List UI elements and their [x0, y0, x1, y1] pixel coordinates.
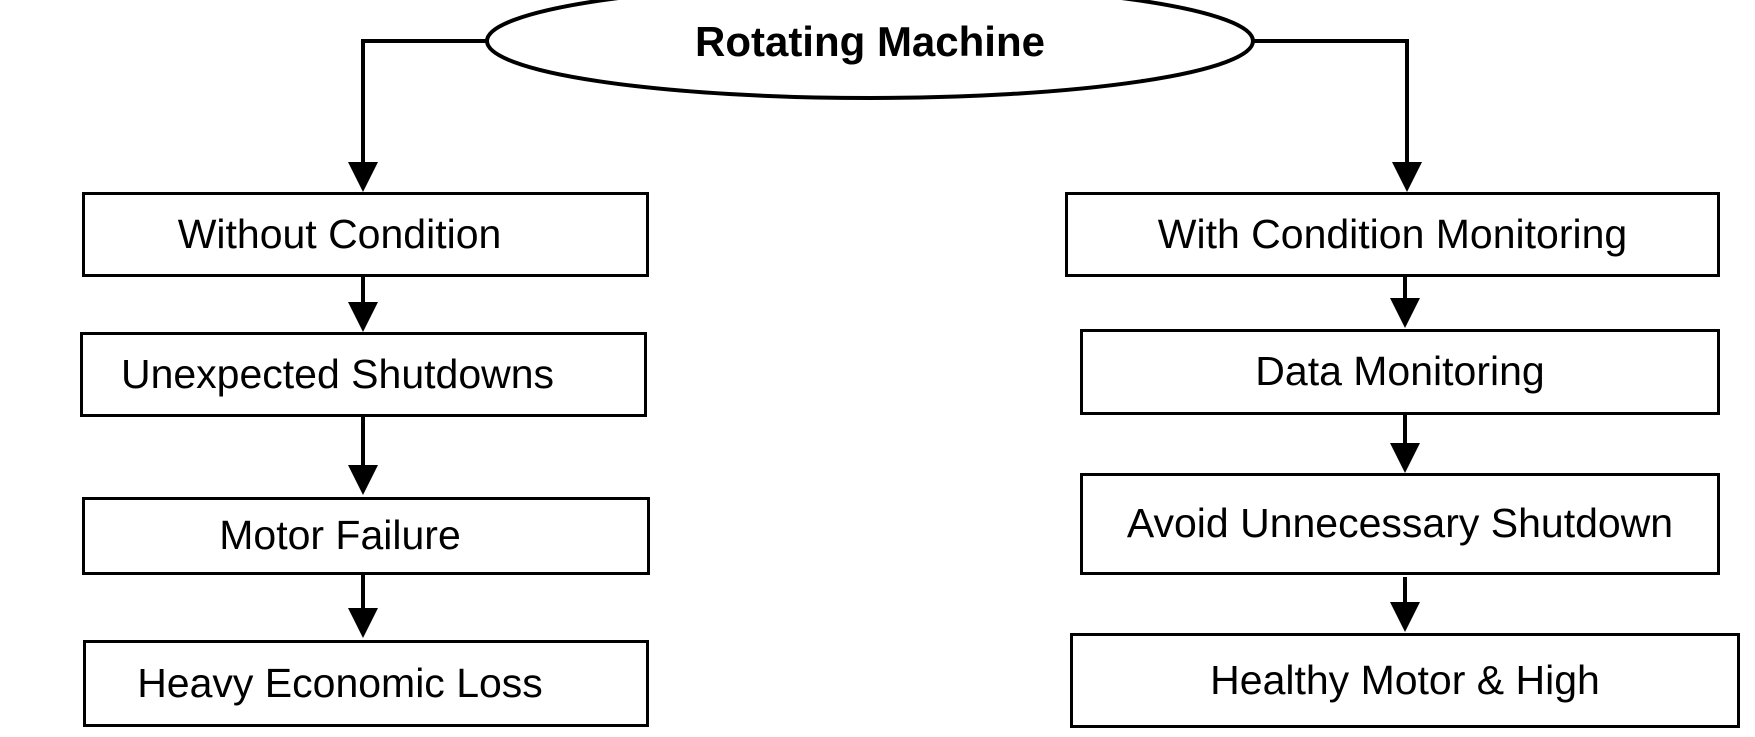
flow-node-healthy-motor-high: Healthy Motor & High: [1070, 633, 1740, 728]
arrowhead-left-1-2: [348, 302, 378, 332]
flow-node-motor-failure: Motor Failure: [82, 497, 650, 575]
arrowhead-root-to-right: [1392, 162, 1422, 192]
arrowhead-root-to-left: [348, 162, 378, 192]
root-node-label: Rotating Machine: [694, 18, 1045, 65]
flow-node-heavy-economic-loss: Heavy Economic Loss: [83, 640, 649, 727]
connector-root-to-right: [1253, 39, 1409, 165]
flow-node-with-condition-monitoring: With Condition Monitoring: [1065, 192, 1720, 277]
arrowhead-left-3-4: [348, 608, 378, 638]
flow-node-avoid-unnecessary-shutdown: Avoid Unnecessary Shutdown: [1080, 473, 1720, 575]
arrowhead-right-1-2: [1390, 298, 1420, 328]
flow-node-without-condition: Without Condition: [82, 192, 649, 277]
flow-node-unexpected-shutdowns: Unexpected Shutdowns: [80, 332, 647, 417]
flow-node-data-monitoring: Data Monitoring: [1080, 329, 1720, 415]
arrowhead-right-3-4: [1390, 602, 1420, 632]
arrowhead-right-2-3: [1390, 443, 1420, 473]
arrowhead-left-2-3: [348, 465, 378, 495]
connector-root-to-left: [361, 39, 487, 165]
